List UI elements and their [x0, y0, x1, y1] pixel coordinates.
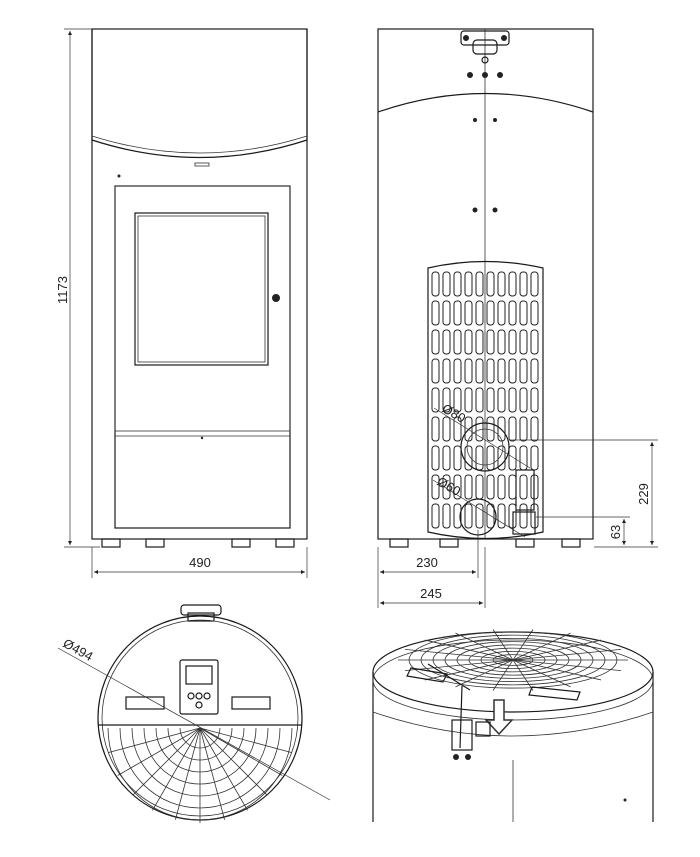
top-diameter-label: Ø494 [61, 636, 96, 665]
width-dimension-label: 490 [189, 555, 211, 570]
door-knob-icon [272, 294, 280, 302]
down-arrow-icon [484, 699, 514, 736]
perspective-view [372, 629, 654, 822]
inlet-offset-label: 245 [420, 586, 442, 601]
height-dimension-label: 1173 [55, 276, 70, 304]
front-view: 1173 490 [55, 28, 308, 578]
top-bracket-icon [460, 30, 510, 78]
inlet-height-label: 63 [608, 525, 623, 539]
rear-grille [427, 260, 544, 540]
flue-outlet [460, 422, 510, 472]
top-view: Ø494 [57, 604, 331, 823]
fan-grille [107, 727, 293, 823]
t-handle-icon [427, 663, 473, 760]
outlet-offset-label: 230 [416, 555, 438, 570]
back-view: Ø80 Ø60 229 63 230 245 [377, 28, 658, 608]
outlet-height-label: 229 [636, 483, 651, 505]
